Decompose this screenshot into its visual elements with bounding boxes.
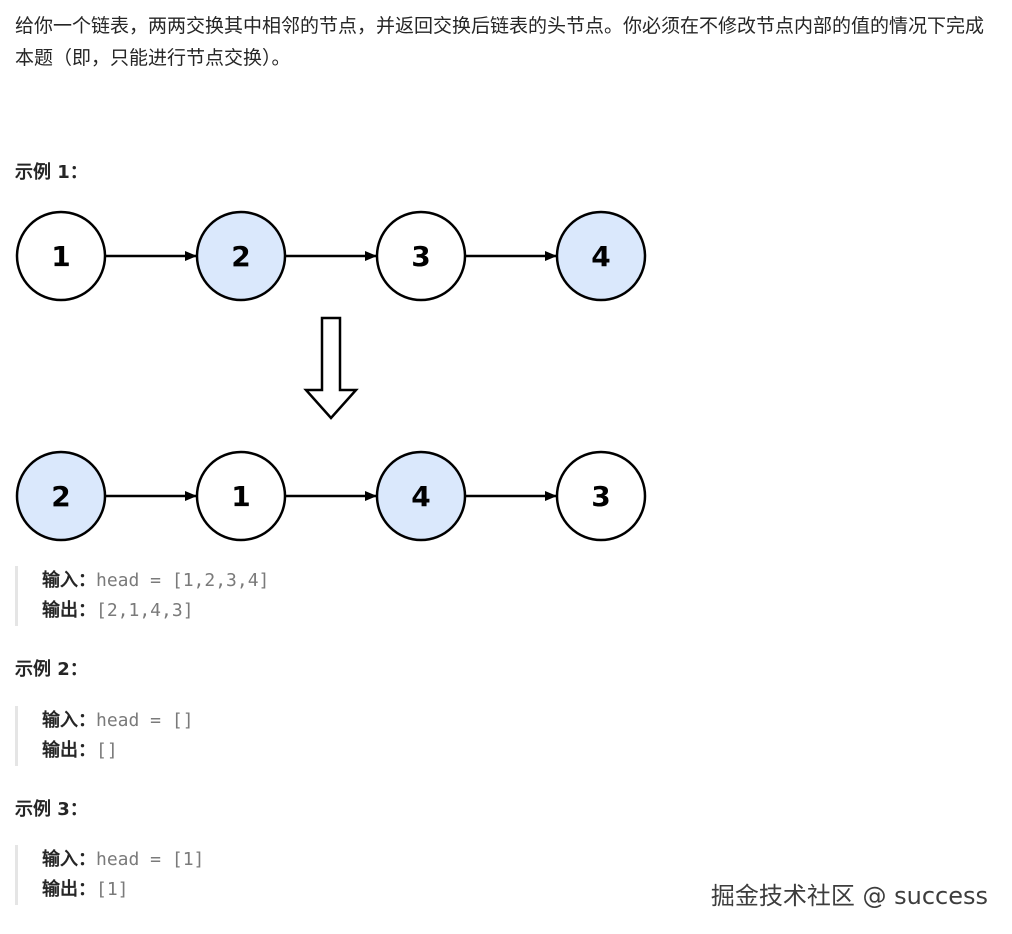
before-node-label-2: 2 xyxy=(231,240,250,273)
output-label: 输出： xyxy=(42,879,96,900)
before-node-4 xyxy=(555,210,647,302)
input-label: 输入： xyxy=(42,849,96,870)
linked-list-swap-diagram: 1 2 3 4 2 1 4 3 xyxy=(15,210,647,542)
after-node-4 xyxy=(555,450,647,542)
before-node-1 xyxy=(15,210,107,302)
after-node-2 xyxy=(195,450,287,542)
example-1-title: 示例 1： xyxy=(15,162,88,183)
example-2-title: 示例 2： xyxy=(15,659,88,680)
after-node-label-2: 1 xyxy=(231,480,250,513)
output-label: 输出： xyxy=(42,740,96,761)
input-value: head = [1] xyxy=(96,849,205,870)
output-value: [2,1,4,3] xyxy=(96,600,194,621)
example-1-io: 输入：head = [1,2,3,4] 输出：[2,1,4,3] xyxy=(15,566,682,626)
before-node-label-3: 3 xyxy=(411,240,430,273)
before-node-2 xyxy=(195,210,287,302)
input-label: 输入： xyxy=(42,570,96,591)
linked-list-before: 1 2 3 4 xyxy=(15,210,647,302)
after-node-label-4: 3 xyxy=(591,480,610,513)
before-node-label-1: 1 xyxy=(51,240,70,273)
hollow-down-arrow-icon xyxy=(303,316,359,420)
example-2-io: 输入：head = [] 输出：[] xyxy=(15,706,682,766)
input-value: head = [] xyxy=(96,710,194,731)
after-node-label-3: 4 xyxy=(411,480,430,513)
input-value: head = [1,2,3,4] xyxy=(96,570,270,591)
after-node-1 xyxy=(15,450,107,542)
linked-list-after: 2 1 4 3 xyxy=(15,450,647,542)
before-node-3 xyxy=(375,210,467,302)
after-node-label-1: 2 xyxy=(51,480,70,513)
before-node-label-4: 4 xyxy=(591,240,610,273)
problem-description: 给你一个链表，两两交换其中相邻的节点，并返回交换后链表的头节点。你必须在不修改节… xyxy=(15,15,985,69)
after-node-3 xyxy=(375,450,467,542)
example-3-title: 示例 3： xyxy=(15,799,88,820)
example-3-io: 输入：head = [1] 输出：[1] xyxy=(15,845,682,905)
output-value: [1] xyxy=(96,879,129,900)
output-value: [] xyxy=(96,740,118,761)
input-label: 输入： xyxy=(42,710,96,731)
watermark: 掘金技术社区 @ success xyxy=(710,882,988,910)
output-label: 输出： xyxy=(42,600,96,621)
